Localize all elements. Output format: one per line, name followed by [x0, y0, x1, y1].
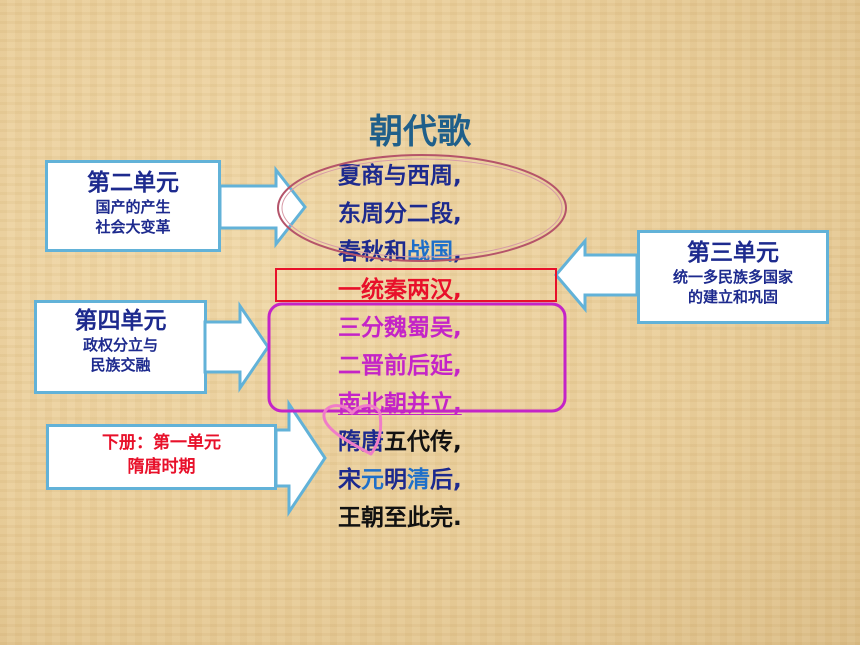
- unit4-title: 第四单元: [74, 308, 167, 334]
- unit3-line1: 统一多民族多国家: [672, 268, 793, 286]
- unit3-title: 第三单元: [687, 240, 779, 266]
- poem-segment: 王朝至此完.: [338, 505, 462, 531]
- poem-segment: 春秋和: [338, 239, 407, 265]
- volume2-box: 下册：第一单元 隋唐时期: [46, 424, 277, 490]
- poem-segment: 东周分二段,: [338, 201, 462, 227]
- poem-line: 王朝至此完.: [338, 499, 462, 537]
- poem-line: 隋唐五代传,: [338, 423, 462, 461]
- poem-segment: 元: [361, 467, 384, 493]
- poem-segment: 二晋前后延,: [338, 353, 462, 379]
- poem-segment: 五代传,: [384, 429, 462, 455]
- poem-segment: 清: [407, 467, 430, 493]
- volume2-line2: 隋唐时期: [127, 457, 196, 477]
- poem-segment: 宋: [338, 467, 361, 493]
- poem-segment: 夏商与西周,: [338, 163, 462, 189]
- volume2-arrow-icon: [274, 399, 327, 517]
- poem-line: 一统秦两汉,: [338, 271, 462, 309]
- unit4-arrow-icon: [203, 301, 270, 393]
- poem-segment: ,: [453, 239, 462, 265]
- poem-segment: 隋唐: [338, 429, 384, 455]
- poem-line: 南北朝并立,: [338, 385, 462, 423]
- unit4-line1: 政权分立与: [82, 336, 158, 354]
- poem-line: 夏商与西周,: [338, 157, 462, 195]
- poem-line: 二晋前后延,: [338, 347, 462, 385]
- poem-line: 宋元明清后,: [338, 461, 462, 499]
- poem-title: 朝代歌: [369, 112, 471, 152]
- poem-segment: 战国: [407, 239, 453, 265]
- poem-line: 春秋和战国,: [338, 233, 462, 271]
- poem-segment: 后,: [430, 467, 462, 493]
- poem-segment: 一统秦两汉,: [338, 277, 462, 303]
- unit2-line2: 社会大变革: [95, 218, 171, 236]
- unit2-arrow-icon: [218, 165, 307, 249]
- dynasty-poem: 夏商与西周, 东周分二段, 春秋和战国, 一统秦两汉, 三分魏蜀吴, 二晋前后延, 南北朝并…: [338, 157, 462, 537]
- unit4-line2: 民族交融: [90, 356, 151, 374]
- unit3-line2: 的建立和巩固: [687, 288, 778, 306]
- unit4-box: 第四单元 政权分立与 民族交融: [34, 300, 207, 394]
- volume2-line1: 下册：第一单元: [102, 433, 221, 453]
- poem-segment: 明: [384, 467, 407, 493]
- unit2-line1: 国产的产生: [95, 198, 171, 216]
- poem-segment: 南北朝并立,: [338, 391, 462, 417]
- poem-segment: 三分魏蜀吴,: [338, 315, 462, 341]
- poem-line: 三分魏蜀吴,: [338, 309, 462, 347]
- unit2-title: 第二单元: [87, 170, 179, 196]
- unit2-box: 第二单元 国产的产生 社会大变革: [45, 160, 221, 252]
- poem-line: 东周分二段,: [338, 195, 462, 233]
- unit3-arrow-icon: [554, 236, 639, 314]
- unit3-box: 第三单元 统一多民族多国家 的建立和巩固: [637, 230, 829, 324]
